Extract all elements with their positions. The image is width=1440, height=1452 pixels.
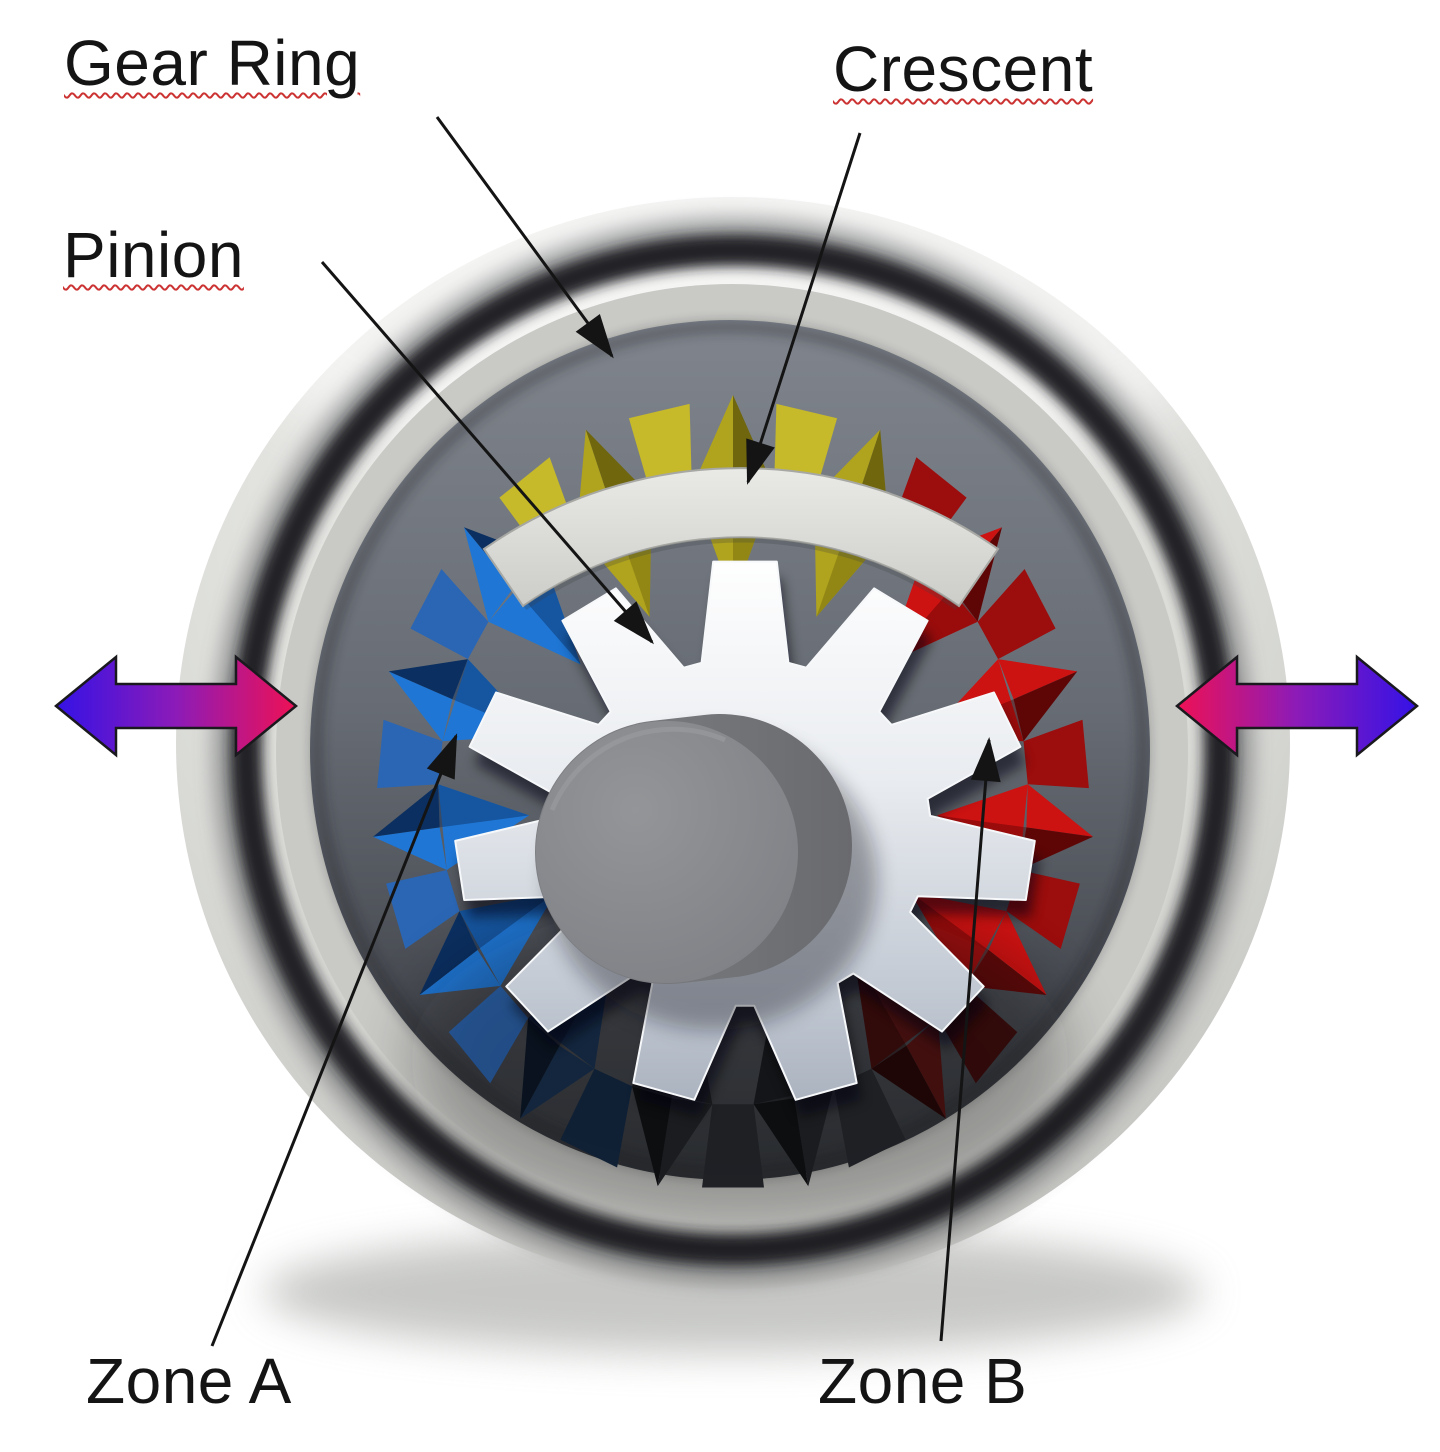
crescent-part bbox=[482, 467, 1000, 611]
label-zone-b: Zone B bbox=[818, 1345, 1028, 1417]
leader-lines bbox=[210, 116, 1001, 1347]
crescent-body bbox=[482, 467, 1000, 608]
housing-drop-shadow bbox=[263, 1230, 1203, 1354]
label-gear-ring: Gear Ring bbox=[64, 27, 361, 99]
crescent-inner-shadow bbox=[523, 537, 959, 611]
label-crescent: Crescent bbox=[833, 33, 1094, 105]
label-pinion: Pinion bbox=[63, 219, 244, 291]
flow-arrow-right-icon bbox=[1175, 654, 1419, 758]
gear-ring-leader-line bbox=[435, 116, 614, 359]
flow-arrow-left-icon bbox=[54, 654, 298, 758]
o-ring bbox=[231, 235, 1235, 1265]
zone-a-leader-line bbox=[210, 733, 458, 1347]
shaft-highlight bbox=[549, 726, 726, 811]
zone-b-leader-line bbox=[939, 737, 1001, 1342]
crescent-leader-line bbox=[746, 132, 862, 485]
shaft-front-face bbox=[536, 721, 798, 983]
drive-shaft bbox=[535, 714, 877, 1030]
flow-arrows bbox=[54, 654, 1419, 758]
pinion-leader-line bbox=[320, 261, 654, 645]
label-zone-a: Zone A bbox=[86, 1345, 292, 1417]
